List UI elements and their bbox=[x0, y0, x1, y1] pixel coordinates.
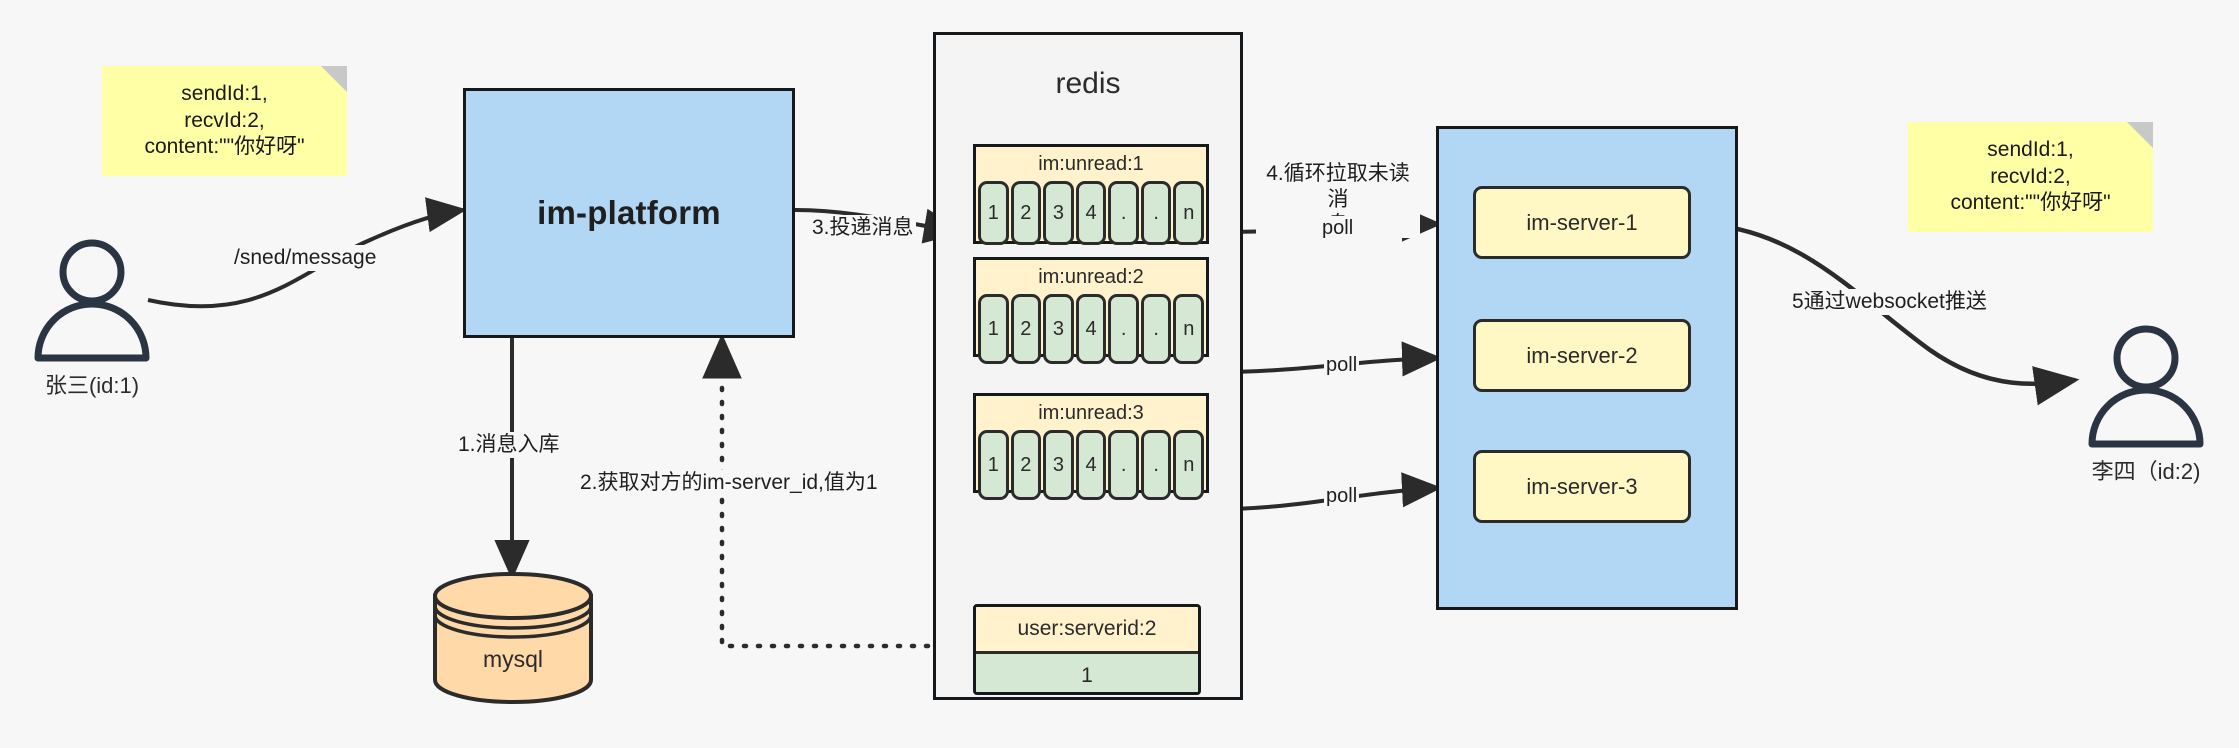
note-left-text: sendId:1, recvId:2, content:""你好呀" bbox=[144, 81, 305, 159]
note-right: sendId:1, recvId:2, content:""你好呀" bbox=[1908, 122, 2153, 232]
im-platform-box[interactable]: im-platform bbox=[463, 88, 795, 338]
queue-cell: 2 bbox=[1010, 430, 1042, 500]
note-fold-icon bbox=[2127, 122, 2153, 148]
queue-cell: . bbox=[1140, 294, 1172, 364]
redis-queue-0-key: im:unread:1 bbox=[1038, 153, 1144, 175]
redis-container: redis im:unread:1 1 2 3 4 . . n im:unrea… bbox=[933, 32, 1243, 700]
user-icon bbox=[2088, 325, 2204, 448]
im-server-3-box[interactable]: im-server-3 bbox=[1473, 450, 1691, 523]
database-icon bbox=[433, 572, 593, 704]
mysql-cylinder[interactable]: mysql bbox=[432, 572, 594, 704]
queue-cell: 3 bbox=[1043, 181, 1074, 245]
redis-title: redis bbox=[1055, 67, 1121, 100]
queue-cell: 3 bbox=[1043, 430, 1074, 500]
edge-label-step3: 3.投递消息 bbox=[810, 215, 916, 241]
im-server-cluster: im-server-1 im-server-2 im-server-3 bbox=[1436, 126, 1738, 610]
redis-queue-2[interactable]: im:unread:3 1 2 3 4 . . n bbox=[973, 393, 1209, 500]
im-server-2-label: im-server-2 bbox=[1526, 342, 1638, 368]
note-fold-icon bbox=[321, 66, 347, 92]
queue-cell: . bbox=[1140, 430, 1172, 500]
note-right-text: sendId:1, recvId:2, content:""你好呀" bbox=[1950, 137, 2111, 215]
actor-sender: 张三(id:1) bbox=[28, 236, 156, 398]
im-server-2-box[interactable]: im-server-2 bbox=[1473, 319, 1691, 392]
edge-label-poll-2: poll bbox=[1324, 353, 1360, 378]
edge-label-step2: 2.获取对方的im-server_id,值为1 bbox=[578, 470, 880, 496]
queue-cell: . bbox=[1108, 294, 1139, 364]
redis-kv-block[interactable]: user:serverid:2 1 bbox=[973, 604, 1201, 695]
redis-queue-0[interactable]: im:unread:1 1 2 3 4 . . n bbox=[973, 144, 1209, 245]
mysql-label: mysql bbox=[482, 645, 544, 672]
actor-receiver-label: 李四（id:2) bbox=[2091, 459, 2201, 484]
queue-cell: 4 bbox=[1075, 181, 1107, 245]
queue-cell: 1 bbox=[978, 430, 1009, 500]
queue-cell: 2 bbox=[1010, 181, 1042, 245]
edge-label-step5: 5通过websocket推送 bbox=[1790, 289, 1989, 315]
redis-kv-key: user:serverid:2 bbox=[976, 607, 1198, 654]
queue-cell: 2 bbox=[1010, 294, 1042, 364]
queue-cell: . bbox=[1108, 430, 1139, 500]
queue-cell: 1 bbox=[978, 294, 1009, 364]
redis-queue-2-cells: 1 2 3 4 . . n bbox=[978, 430, 1205, 500]
edge-label-poll-1: poll bbox=[1320, 216, 1356, 241]
queue-cell: 4 bbox=[1075, 294, 1107, 364]
edge-label-send-message: /sned/message bbox=[232, 245, 379, 271]
redis-kv-value: 1 bbox=[976, 654, 1198, 692]
actor-receiver: 李四（id:2) bbox=[2082, 322, 2210, 484]
user-icon bbox=[34, 239, 150, 362]
actor-sender-label: 张三(id:1) bbox=[44, 373, 140, 398]
queue-cell: n bbox=[1173, 181, 1205, 245]
edge-label-poll-3: poll bbox=[1324, 484, 1360, 509]
im-server-1-label: im-server-1 bbox=[1526, 209, 1638, 235]
queue-cell: . bbox=[1140, 181, 1172, 245]
note-left: sendId:1, recvId:2, content:""你好呀" bbox=[102, 66, 347, 176]
edge-label-step1: 1.消息入库 bbox=[456, 432, 562, 458]
queue-cell: 4 bbox=[1075, 430, 1107, 500]
queue-cell: 1 bbox=[978, 181, 1009, 245]
redis-queue-1-cells: 1 2 3 4 . . n bbox=[978, 294, 1205, 364]
queue-cell: n bbox=[1173, 294, 1205, 364]
queue-cell: n bbox=[1173, 430, 1205, 500]
redis-queue-1[interactable]: im:unread:2 1 2 3 4 . . n bbox=[973, 257, 1209, 364]
queue-cell: . bbox=[1108, 181, 1139, 245]
queue-cell: 3 bbox=[1043, 294, 1074, 364]
im-server-3-label: im-server-3 bbox=[1526, 473, 1638, 499]
im-platform-label: im-platform bbox=[537, 194, 721, 231]
redis-queue-2-key: im:unread:3 bbox=[1038, 402, 1144, 424]
im-server-1-box[interactable]: im-server-1 bbox=[1473, 186, 1691, 259]
redis-queue-0-cells: 1 2 3 4 . . n bbox=[978, 181, 1205, 245]
redis-queue-1-key: im:unread:2 bbox=[1038, 266, 1144, 288]
